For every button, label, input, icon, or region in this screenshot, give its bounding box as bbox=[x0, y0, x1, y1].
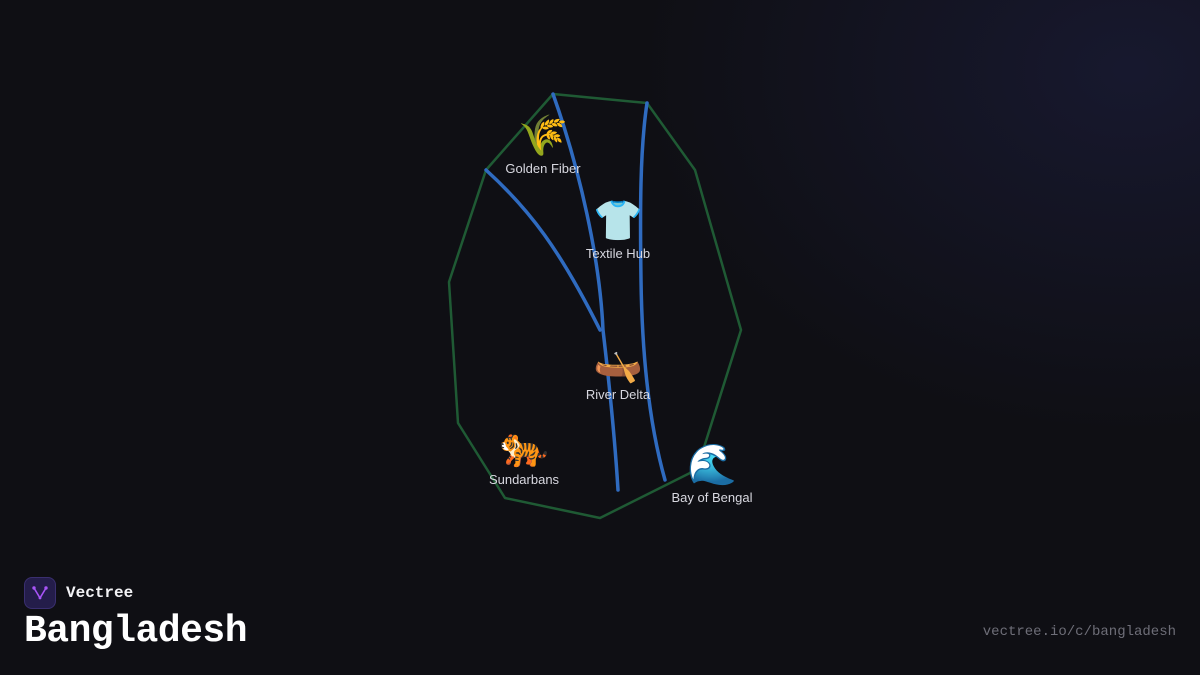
marker-river-delta[interactable]: 🛶 River Delta bbox=[548, 339, 688, 402]
marker-label: Bay of Bengal bbox=[671, 490, 753, 505]
vectree-logo-icon bbox=[24, 577, 56, 609]
tiger-icon: 🐅 bbox=[499, 424, 549, 470]
brand[interactable]: Vectree bbox=[24, 577, 133, 609]
wave-icon: 🌊 bbox=[687, 442, 737, 488]
marker-label: Sundarbans bbox=[488, 472, 560, 487]
marker-label: Textile Hub bbox=[585, 246, 651, 261]
marker-bay-of-bengal[interactable]: 🌊 Bay of Bengal bbox=[642, 442, 782, 505]
page-title: Bangladesh bbox=[24, 610, 248, 653]
canoe-icon: 🛶 bbox=[593, 339, 643, 385]
marker-golden-fiber[interactable]: 🌾 Golden Fiber bbox=[473, 113, 613, 176]
marker-label: Golden Fiber bbox=[505, 161, 581, 176]
brand-name: Vectree bbox=[66, 584, 134, 602]
wheat-icon: 🌾 bbox=[518, 113, 568, 159]
tshirt-icon: 👕 bbox=[593, 198, 643, 244]
river-central bbox=[551, 92, 620, 492]
country-outline bbox=[447, 92, 743, 520]
marker-label: River Delta bbox=[585, 387, 651, 402]
river-east bbox=[638, 101, 667, 482]
page-url[interactable]: vectree.io/c/bangladesh bbox=[982, 624, 1176, 640]
river-west bbox=[484, 168, 602, 332]
marker-sundarbans[interactable]: 🐅 Sundarbans bbox=[454, 424, 594, 487]
marker-textile-hub[interactable]: 👕 Textile Hub bbox=[548, 198, 688, 261]
vectree-logo-glyph bbox=[32, 586, 48, 600]
